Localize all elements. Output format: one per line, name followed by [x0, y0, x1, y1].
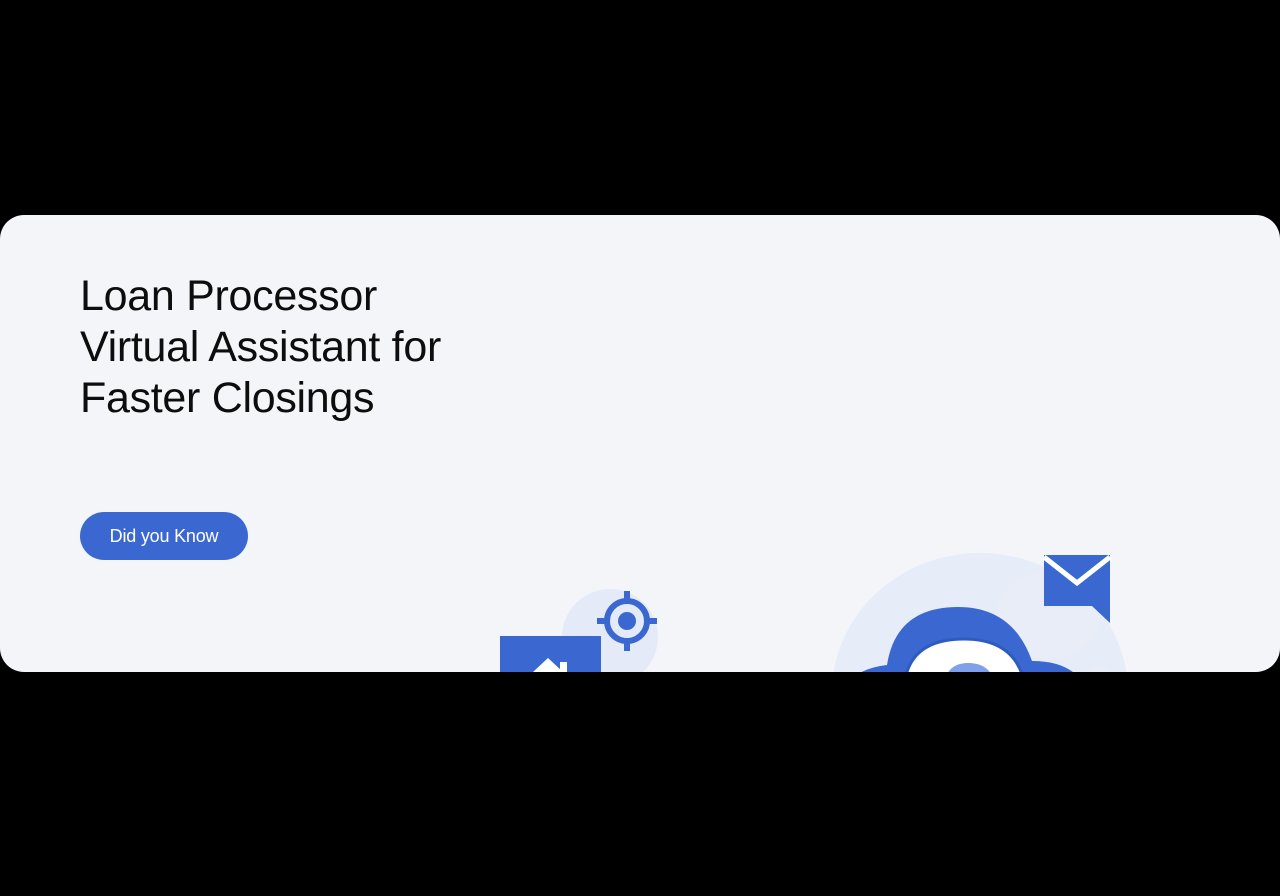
illustration [500, 553, 1127, 672]
headline-line-2: Virtual Assistant for [80, 323, 441, 371]
headline-line-1: Loan Processor [80, 272, 377, 320]
hero-banner: Loan Processor Virtual Assistant for Fas… [0, 215, 1280, 672]
home-chat-bubble [500, 636, 601, 672]
home-icon [533, 658, 567, 672]
background-blob [1087, 665, 1113, 672]
cloud-icon [861, 607, 1073, 672]
envelope-icon [1042, 555, 1112, 623]
headline-line-3: Faster Closings [80, 374, 375, 422]
target-icon [597, 591, 657, 651]
headline: Loan Processor Virtual Assistant for Fas… [80, 271, 550, 424]
did-you-know-button[interactable]: Did you Know [80, 512, 248, 560]
